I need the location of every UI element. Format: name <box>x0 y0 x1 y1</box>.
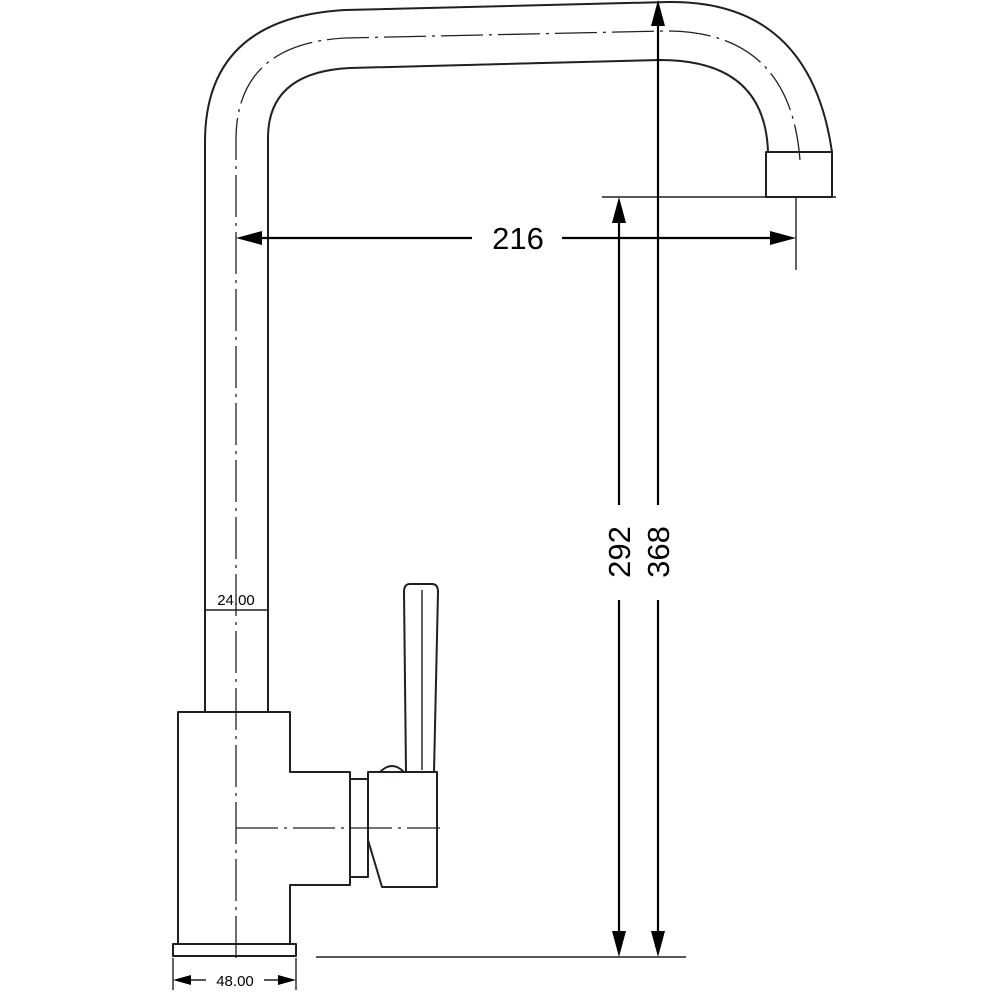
center-lines <box>235 30 801 958</box>
base-plate <box>172 943 297 957</box>
height-dimension-label: 368 <box>641 526 676 578</box>
base-width-arrow-left <box>173 975 191 985</box>
clearance-dimension-label: 292 <box>602 526 637 578</box>
pipe-diameter-label: 24.00 <box>217 592 255 609</box>
extension-lines <box>172 196 836 990</box>
dimension-spout-clearance: 292 <box>602 197 637 957</box>
reach-arrow-left <box>236 231 262 245</box>
height-arrow-top <box>651 0 665 26</box>
clearance-arrow-bottom <box>612 931 626 957</box>
reach-arrow-right <box>770 231 796 245</box>
spout-centerline <box>235 30 801 958</box>
lever-pivot <box>379 765 405 773</box>
spout-inner-edge <box>267 59 769 713</box>
base-width-arrow-right <box>278 975 296 985</box>
dimension-reach: 216 <box>236 221 796 256</box>
spout-aerator <box>765 151 833 198</box>
lever-handle <box>403 583 439 773</box>
clearance-arrow-top <box>612 197 626 223</box>
dimension-overall-height: 368 <box>641 0 676 957</box>
dimension-base-width: 48.00 <box>173 973 296 990</box>
reach-dimension-label: 216 <box>492 221 544 256</box>
tap-outline <box>172 0 833 957</box>
spout-outer-edge <box>204 0 833 713</box>
base-width-label: 48.00 <box>216 973 254 990</box>
height-arrow-bottom <box>651 931 665 957</box>
lever-hub <box>367 771 438 888</box>
dimension-pipe-diameter: 24.00 <box>205 592 268 611</box>
